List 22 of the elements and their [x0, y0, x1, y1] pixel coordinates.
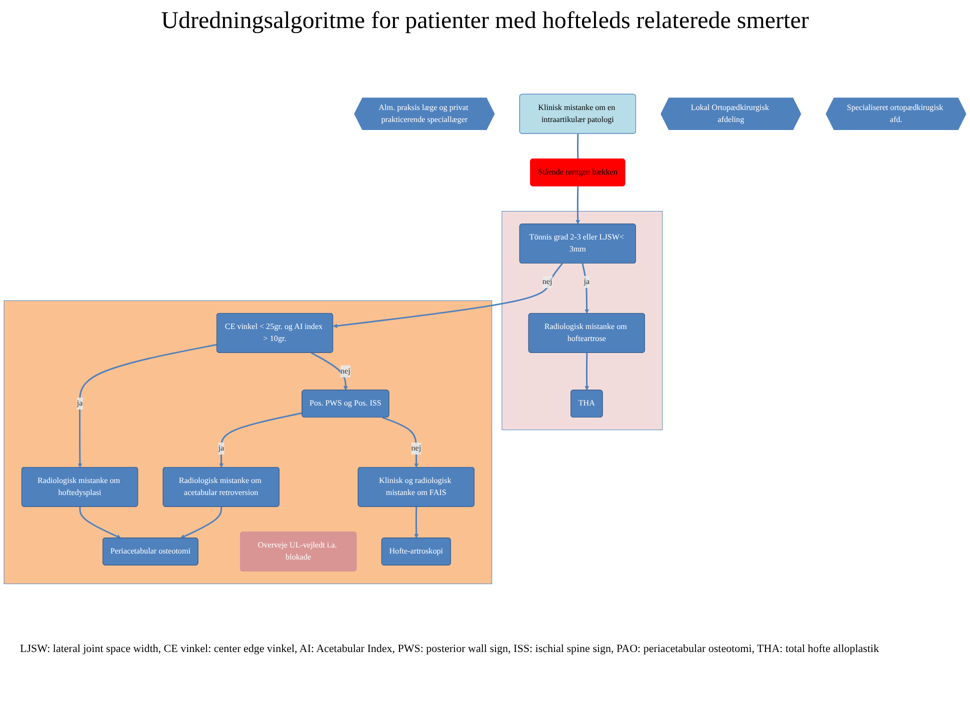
edge-label: ja — [218, 444, 224, 453]
diagram-title: Udredningsalgoritme for patienter med hofteleds relaterede smerter — [160, 8, 810, 35]
arrow — [310, 352, 348, 390]
arrow — [332, 263, 563, 328]
arrow — [582, 263, 590, 314]
connector — [577, 134, 579, 160]
edge-label: nej — [542, 277, 552, 286]
cluster — [4, 300, 492, 584]
arrow — [78, 344, 218, 468]
arrow — [79, 506, 122, 538]
arrow — [219, 412, 302, 468]
arrow — [584, 352, 590, 390]
edge-label: nej — [411, 444, 422, 453]
arrow — [180, 506, 222, 538]
arrow — [382, 416, 419, 468]
edge-label: ja — [584, 277, 590, 286]
footnote: LJSW: lateral joint space width, CE vinkel: center edge vinkel, AI: Acetabular Index, PWS: posterior wall sign, ISS: ischial spine sign, PAO: periacetabular osteotomi, THA: total hofte alloplastik — [20, 643, 880, 655]
arrow — [576, 186, 580, 224]
arrow — [414, 506, 419, 538]
edge-label: nej — [340, 366, 350, 376]
cluster — [502, 211, 663, 430]
edge-label: ja — [76, 399, 83, 408]
